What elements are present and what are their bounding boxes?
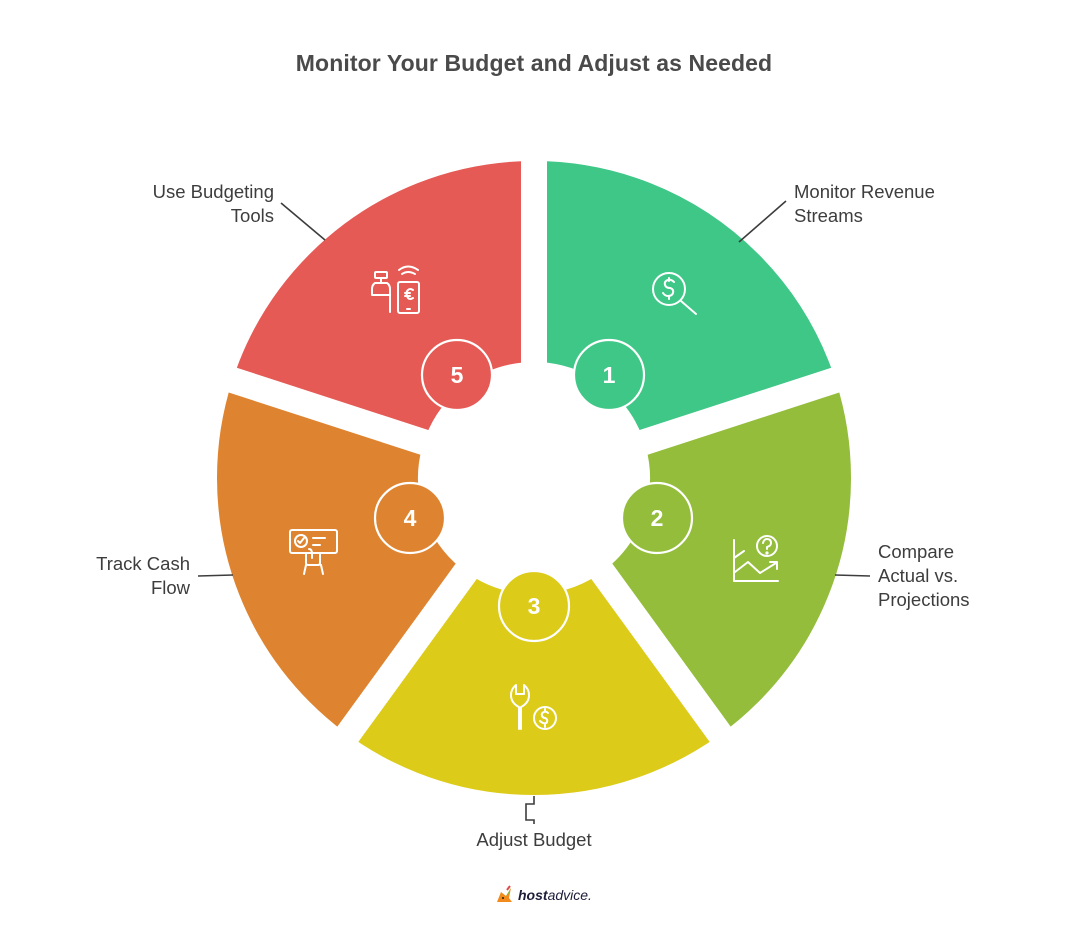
outer-mask (177, 121, 891, 835)
step-label-2-line-2: Actual vs. (878, 565, 959, 586)
presentation-check-icon (289, 529, 338, 575)
step-label-1-line-2: Streams (794, 205, 863, 226)
step-number-5: 5 (451, 362, 464, 388)
step-badge-2: 2 (620, 481, 694, 555)
step-label-5-line-2: Tools (230, 205, 274, 226)
step-label-3: Adjust Budget (434, 828, 634, 852)
wrench-dollar-icon (510, 684, 557, 730)
page-title: Monitor Your Budget and Adjust as Needed (295, 50, 773, 76)
connector-line-1 (738, 200, 787, 243)
connector-line-4 (197, 574, 234, 577)
step-label-3-line-1: Adjust Budget (476, 829, 592, 850)
step-label-4-line-1: Track Cash (96, 553, 190, 574)
segment-gap (575, 541, 734, 747)
step-label-5: Use Budgeting Tools (74, 180, 274, 228)
connector-line-3 (525, 796, 535, 824)
segment-gap (334, 541, 493, 747)
connector-line-2 (834, 574, 871, 577)
logo-wordmark: hostadvice. (518, 887, 592, 903)
connector-line-5 (280, 202, 326, 241)
dollar-search-icon (652, 272, 697, 315)
register-mobile-euro-icon (371, 265, 420, 314)
center-hole (426, 370, 642, 586)
step-label-1: Monitor Revenue Streams (794, 180, 935, 228)
step-badge-1: 1 (572, 338, 646, 412)
step-badge-3: 3 (497, 569, 571, 643)
step-label-2: Compare Actual vs. Projections (878, 540, 970, 612)
step-number-1: 1 (603, 362, 616, 388)
fox-logo-icon (497, 885, 512, 902)
hostadvice-logo: hostadvice. (494, 884, 592, 906)
segment-gap (223, 366, 455, 464)
step-label-4-line-2: Flow (150, 577, 190, 598)
step-label-2-line-3: Projections (878, 589, 970, 610)
step-badge-5: 5 (420, 338, 494, 412)
step-label-2-line-1: Compare (878, 541, 955, 562)
step-number-2: 2 (651, 505, 664, 531)
step-number-4: 4 (404, 505, 417, 531)
step-label-5-line-1: Use Budgeting (152, 181, 274, 202)
step-label-1-line-1: Monitor Revenue (794, 181, 935, 202)
step-badge-4: 4 (373, 481, 447, 555)
segment-gap (613, 366, 845, 464)
chart-question-icon (733, 535, 779, 582)
step-number-3: 3 (528, 593, 541, 619)
step-label-4: Track Cash Flow (40, 552, 190, 600)
